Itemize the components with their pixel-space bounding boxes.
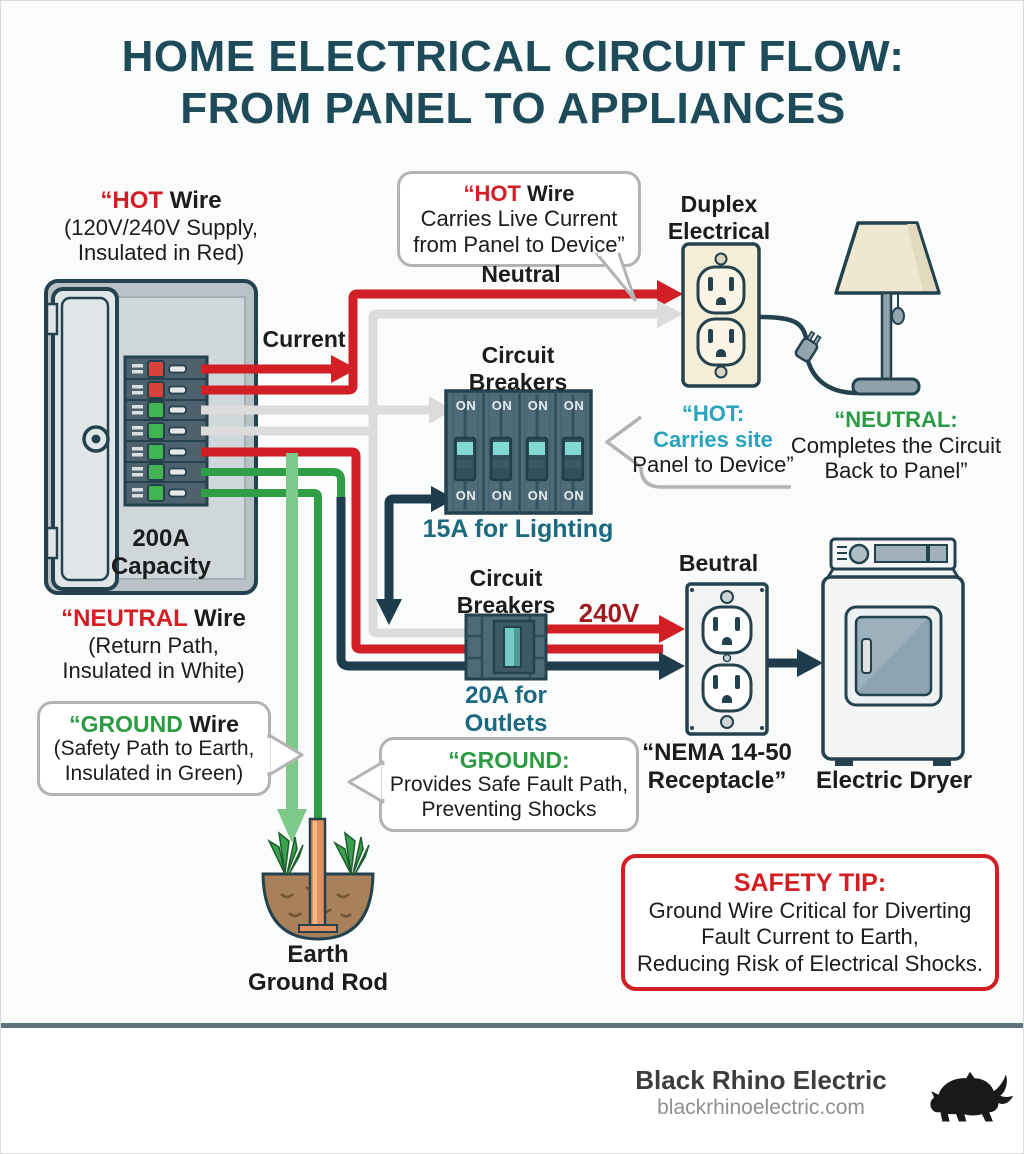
neutral-colon-label: “NEUTRAL: Completes the Circuit Back to … — [790, 407, 1002, 484]
page-title: HOME ELECTRICAL CIRCUIT FLOW: FROM PANEL… — [1, 31, 1023, 135]
ground-rod-icon — [308, 817, 327, 929]
rhino-logo-icon — [930, 1071, 1014, 1122]
title-line2: FROM PANEL TO APPLIANCES — [180, 84, 846, 133]
wires — [201, 280, 823, 843]
dryer-illustration — [821, 537, 965, 766]
circuit-breakers-lighting-illustration — [444, 389, 593, 515]
breakers-outlets-title: Circuit Breakers — [456, 565, 556, 618]
hot-colon-tail — [605, 415, 791, 489]
duplex-outlet-illustration — [681, 242, 761, 388]
panel-door — [45, 287, 119, 591]
panel-capacity-label: 200A Capacity — [110, 525, 212, 580]
breaker-on-label: ON — [455, 488, 477, 503]
circuit-breakers-outlets-illustration — [464, 613, 548, 681]
hot-wire-label: “HOT Wire (120V/240V Supply, Insulated i… — [63, 187, 259, 266]
earth-ground-rod-label: Earth Ground Rod — [248, 941, 388, 996]
breaker-on-label: ON — [491, 398, 513, 413]
electric-dryer-label: Electric Dryer — [815, 767, 973, 794]
lamp-illustration — [758, 221, 941, 396]
breaker-on-label: ON — [491, 488, 513, 503]
plug-icon — [794, 330, 822, 363]
navy-path — [336, 494, 799, 671]
hot-bubble-tail — [595, 252, 637, 302]
ground-wire-bubble: “GROUND Wire (Safety Path to Earth, Insu… — [37, 701, 271, 796]
breaker-on-label: ON — [563, 488, 585, 503]
breaker-on-label: ON — [527, 398, 549, 413]
breaker-on-label: ON — [527, 488, 549, 503]
breaker-on-label: ON — [563, 398, 585, 413]
voltage-240v-label: 240V — [578, 598, 640, 628]
breaker-switches — [132, 360, 187, 502]
safety-tip-heading: SAFETY TIP: — [733, 869, 887, 897]
hot-wire-red — [201, 289, 663, 654]
neutral-wire-gray — [201, 309, 659, 638]
nema-receptacle-label: “NEMA 14-50 Receptacle” — [642, 739, 792, 794]
breaker-panel-illustration — [44, 279, 258, 595]
brand-website: blackrhinoelectric.com — [657, 1096, 865, 1119]
breakers-lighting-title: Circuit Breakers — [468, 342, 568, 395]
current-arrowhead — [331, 355, 357, 383]
ground-bubble-tail — [266, 733, 304, 777]
footer-brand: Black Rhino Electric blackrhinoelectric.… — [611, 1065, 911, 1121]
footer-divider — [1, 1023, 1023, 1028]
ground-colon-bubble: “GROUND: Provides Safe Fault Path, Preve… — [379, 737, 639, 832]
rating-20a-label: 20A for Outlets — [464, 682, 548, 737]
hot-wire-bubble: “HOT Wire Carries Live Current from Pane… — [397, 171, 641, 267]
outlet-socket-icon — [701, 605, 753, 713]
safety-tip-box: SAFETY TIP: Ground Wire Critical for Div… — [621, 854, 999, 992]
current-arrow-label: Current — [262, 326, 346, 352]
ground-colon-bubble-tail — [347, 760, 386, 804]
breaker-on-label: ON — [455, 398, 477, 413]
breaker-toggles — [453, 436, 585, 482]
neutral-arrow-label: Neutral — [481, 261, 561, 287]
hot-colon-label: “HOT: Carries site Panel to Device” — [632, 401, 794, 478]
title-line1: HOME ELECTRICAL CIRCUIT FLOW: — [121, 32, 905, 81]
ground-wire-green — [201, 468, 345, 821]
brand-name: Black Rhino Electric — [635, 1065, 887, 1095]
nema-outlet-illustration — [685, 582, 769, 736]
beutral-outlet-label: Beutral — [678, 550, 759, 576]
outlet-socket-icon — [696, 265, 746, 367]
rating-15a-label: 15A for Lighting — [422, 515, 614, 543]
grass-icon — [267, 831, 370, 875]
duplex-outlet-label: Duplex Electrical — [667, 191, 771, 244]
ground-rod-illustration — [261, 817, 375, 941]
neutral-wire-label: “NEUTRAL Wire (Return Path, Insulated in… — [61, 605, 246, 684]
